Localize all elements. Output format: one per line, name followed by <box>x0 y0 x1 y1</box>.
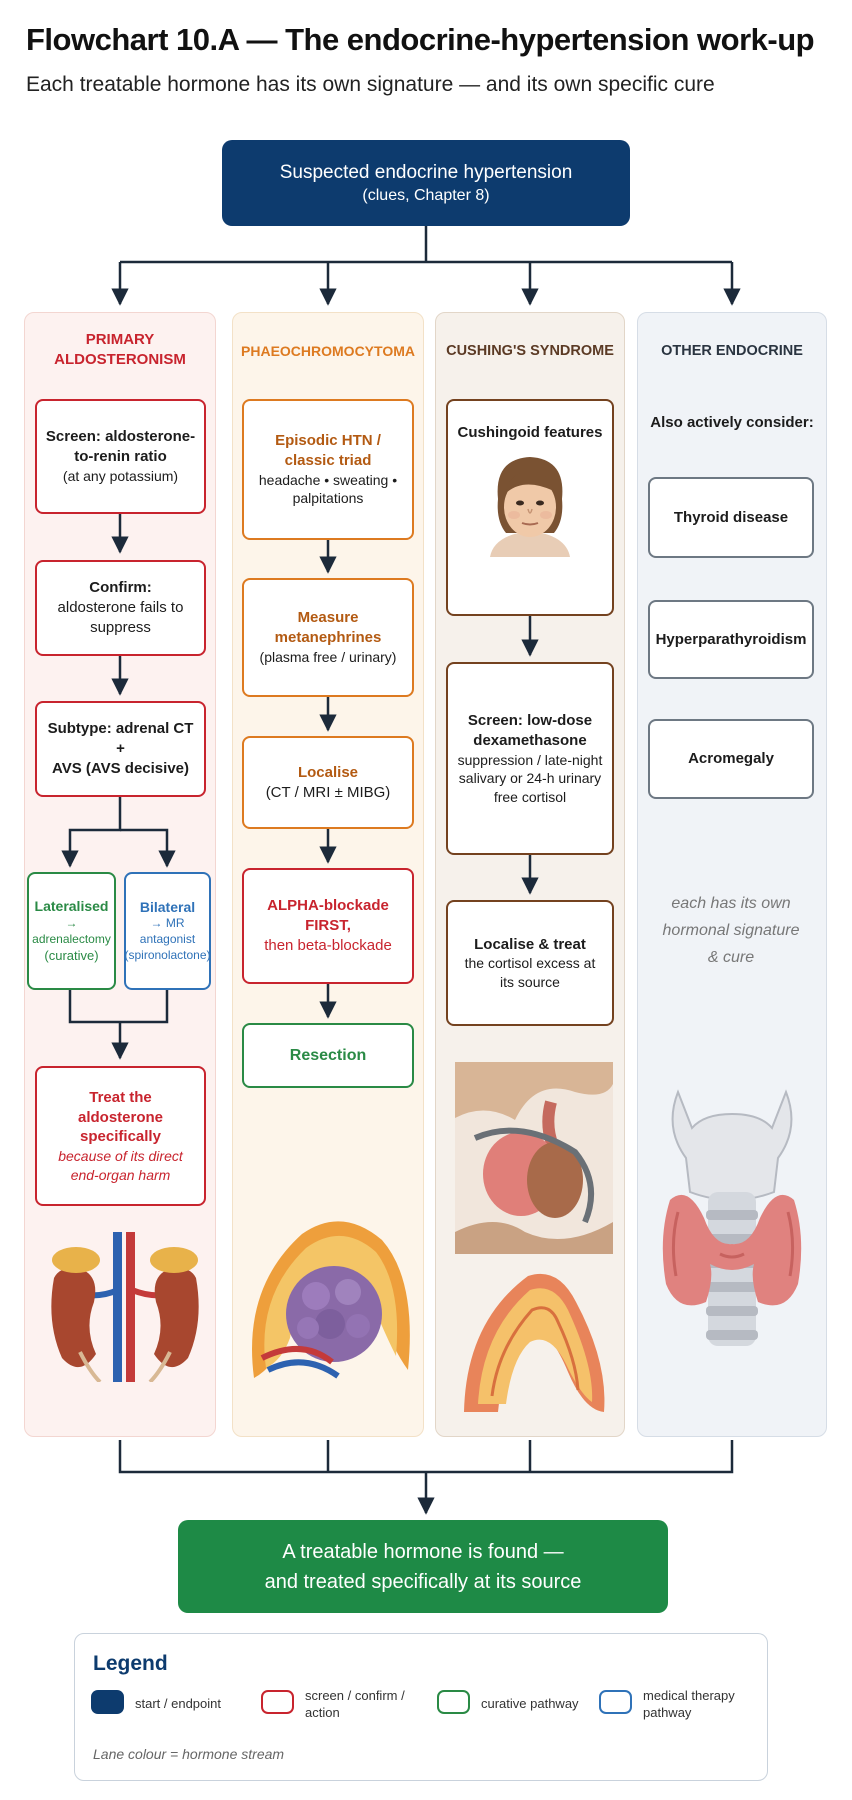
other-consider-text: Also actively consider: <box>650 414 814 431</box>
legend-swatch-screen-confirm-action <box>261 1690 294 1714</box>
start-title: Suspected endocrine hypertension <box>279 161 573 183</box>
aldo-bilateral-therapy: → MR antagonist <box>139 916 196 947</box>
legend-label-curative-pathway: curative pathway <box>481 1696 579 1711</box>
lane-title-other-endocrine: OTHER ENDOCRINE <box>661 343 803 359</box>
other-item-acromegaly-label: Acromegaly <box>688 750 774 768</box>
cushing-localise-note: the cortisol excess at its source <box>464 955 596 990</box>
aldo-bilateral-box: Bilateral → MR antagonist (spironolacton… <box>124 872 211 990</box>
legend-label-start-endpoint: start / endpoint <box>135 1696 221 1711</box>
phaeo-resection-box: Resection <box>242 1023 414 1088</box>
cushing-features-box: Cushingoid features <box>446 399 614 616</box>
legend-swatch-medical-therapy <box>599 1690 632 1714</box>
aldo-bilateral-note: (spironolactone) <box>124 948 211 963</box>
cushingoid-face-icon <box>490 456 570 557</box>
start-clue: (clues, Chapter 8) <box>362 186 490 204</box>
phaeo-episodic-box: Episodic HTN / classic triad headache • … <box>242 399 414 540</box>
phaeo-measure-note: (plasma free / urinary) <box>259 649 397 666</box>
aldo-lateralised-note: (curative) <box>44 948 99 964</box>
legend: Legend start / endpoint screen / confirm… <box>74 1633 768 1781</box>
other-item-hyperparathyroidism-label: Hyperparathyroidism <box>655 630 807 648</box>
aldo-bilateral-title: Bilateral <box>139 899 196 916</box>
start-box: Suspected endocrine hypertension (clues,… <box>222 140 630 226</box>
lane-title-cushings: CUSHING'S SYNDROME <box>446 343 614 359</box>
endpoint-box: A treatable hormone is found — and treat… <box>178 1520 668 1613</box>
cushing-screen-text: Screen: low-dose dexamethasone <box>467 712 593 749</box>
other-item-acromegaly: Acromegaly <box>648 719 814 799</box>
aldo-treat-reason: because of its direct <box>58 1148 183 1165</box>
phaeo-localise-text: Localise <box>297 763 359 781</box>
aldo-treat-harm: end-organ harm <box>70 1166 171 1183</box>
other-item-hyperparathyroidism: Hyperparathyroidism <box>648 600 814 679</box>
legend-note: Lane colour = hormone stream <box>93 1746 285 1762</box>
other-item-thyroid-label: Thyroid disease <box>673 508 789 526</box>
page-title: Flowchart 10.A — The endocrine-hypertens… <box>26 22 815 57</box>
lane-title-phaeochromocytoma: PHAEOCHROMOCYTOMA <box>241 343 415 359</box>
aldo-subtype-text: AVS (AVS decisive) <box>52 759 189 777</box>
phaeo-alpha-text: ALPHA-blockade FIRST, <box>267 897 389 935</box>
aldo-subtype-label: Subtype: adrenal CT + <box>47 720 194 758</box>
cushing-features-text: Cushingoid features <box>457 424 603 441</box>
aldo-confirm-text: aldosterone fails to suppress <box>57 599 184 636</box>
kidney-adrenal-illustration <box>51 1232 199 1382</box>
other-item-thyroid: Thyroid disease <box>648 477 814 558</box>
other-note: each has its own hormonal signature & cu… <box>662 895 800 967</box>
aldo-confirm-label: Confirm: <box>89 579 152 597</box>
phaeo-episodic-text: Episodic HTN / classic triad <box>275 432 381 470</box>
page-subtitle: Each treatable hormone has its own signa… <box>26 73 715 96</box>
phaeo-localise-note: (CT / MRI ± MIBG) <box>265 783 391 801</box>
aldo-lateralised-title: Lateralised <box>34 898 109 915</box>
endpoint-line-2: and treated specifically at its source <box>264 1570 582 1593</box>
aldo-screen-text: Screen: aldosterone-to-renin ratio <box>45 428 196 466</box>
legend-swatch-start-endpoint <box>91 1690 124 1714</box>
cushing-screen-options: suppression / late-night salivary or 24-… <box>457 751 603 805</box>
aldo-screen-note: (at any potassium) <box>62 468 179 485</box>
thyroid-illustration <box>662 1089 802 1346</box>
aldo-screen-box: Screen: aldosterone-to-renin ratio (at a… <box>35 399 206 514</box>
aldo-lateralised-box: Lateralised → adrenalectomy (curative) <box>27 872 116 990</box>
lane-title-aldosteronism: PRIMARY ALDOSTERONISM <box>54 331 186 368</box>
aldo-subtype-box: Subtype: adrenal CT + AVS (AVS decisive) <box>35 701 206 797</box>
aldo-lateralised-therapy: → adrenalectomy <box>32 915 111 946</box>
legend-label-screen-confirm-action: screen / confirm / action <box>305 1688 405 1720</box>
pituitary-illustration <box>455 1062 613 1254</box>
legend-title: Legend <box>93 1652 168 1675</box>
adrenal-gland-illustration <box>464 1273 605 1412</box>
cushing-localise-box: Localise & treat the cortisol excess at … <box>446 900 614 1026</box>
endpoint-line-1: A treatable hormone is found — <box>282 1540 564 1563</box>
cushing-localise-text: Localise & treat <box>474 935 586 953</box>
cushing-screen-box: Screen: low-dose dexamethasone suppressi… <box>446 662 614 855</box>
phaeo-measure-box: Measure metanephrines (plasma free / uri… <box>242 578 414 697</box>
aldo-treat-text: Treat the aldosterone specifically <box>77 1088 164 1146</box>
adrenal-tumour-illustration <box>252 1221 410 1379</box>
phaeo-beta-text: then beta-blockade <box>264 936 392 954</box>
aldo-confirm-box: Confirm: aldosterone fails to suppress <box>35 560 206 656</box>
phaeo-alpha-blockade-box: ALPHA-blockade FIRST, then beta-blockade <box>242 868 414 984</box>
legend-swatch-curative-pathway <box>437 1690 470 1714</box>
phaeo-localise-box: Localise (CT / MRI ± MIBG) <box>242 736 414 829</box>
aldo-treat-box: Treat the aldosterone specifically becau… <box>35 1066 206 1206</box>
phaeo-resection-text: Resection <box>289 1046 367 1064</box>
legend-label-medical-therapy: medical therapy pathway <box>643 1688 735 1720</box>
phaeo-triad-text: headache • sweating • palpitations <box>258 471 398 507</box>
phaeo-measure-text: Measure metanephrines <box>274 609 382 647</box>
